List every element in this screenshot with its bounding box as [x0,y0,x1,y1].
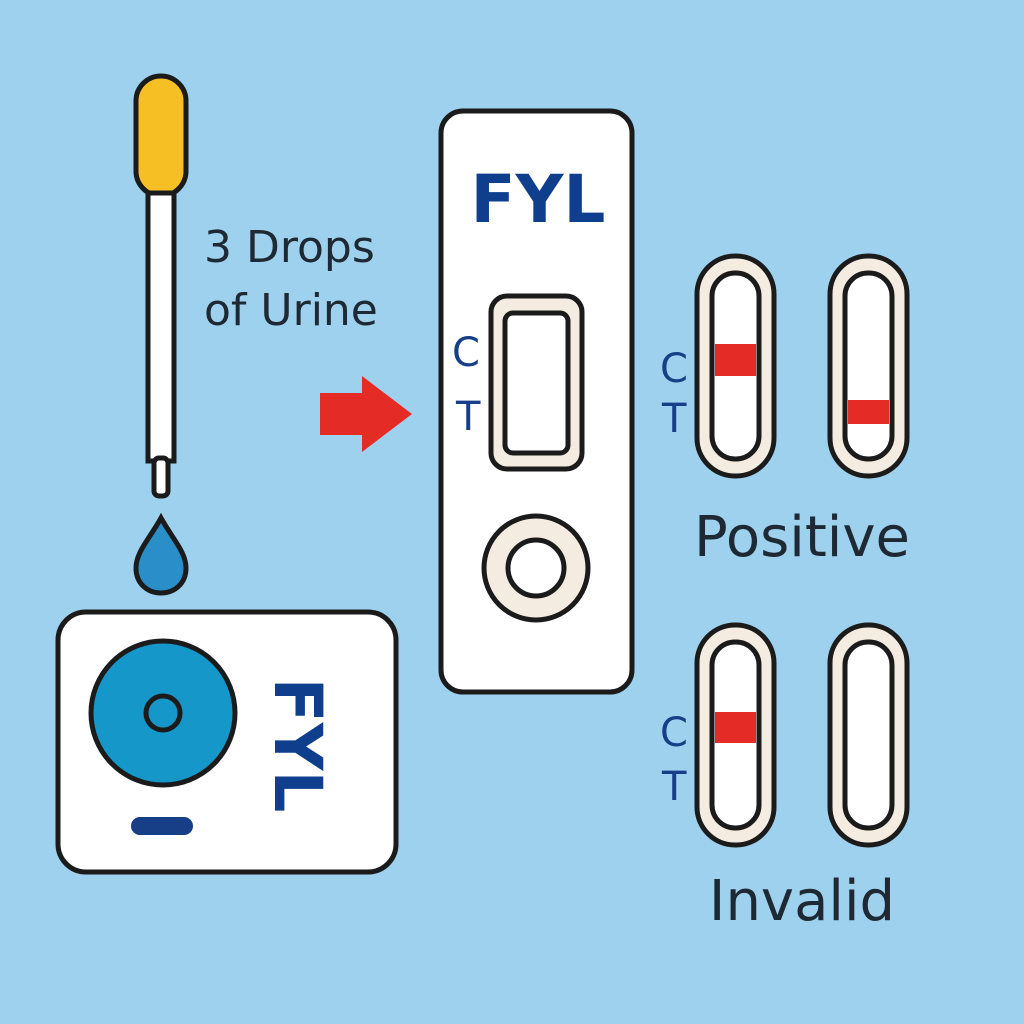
sample-pad-device: FYL [55,609,399,875]
sample-pad-mark [131,817,193,835]
invalid-label-c: C [660,710,688,756]
sample-well-hole [505,537,567,599]
invalid-strip-2 [827,622,910,848]
cassette-label-t: T [455,394,481,440]
invalid-label-t: T [661,764,687,810]
positive-label-t: T [661,396,687,442]
test-cassette: FYL C T [438,108,635,695]
instruction-line-2: of Urine [204,285,378,336]
result-window [502,310,571,456]
water-drop-icon [133,512,189,596]
control-line [715,344,756,376]
arrow-right-icon [320,376,412,452]
cassette-label-c: C [452,330,480,376]
positive-strip-1: C T [660,253,777,479]
invalid-result-label: Invalid [709,869,895,934]
positive-strip-2 [827,253,910,479]
control-line [715,712,756,743]
test-line [848,400,889,424]
invalid-strip-1: C T [660,622,777,848]
sample-pad-brand: FYL [259,678,336,813]
positive-label-c: C [660,346,688,392]
instruction-line-1: 3 Drops [204,222,375,273]
positive-result-label: Positive [694,505,910,570]
cassette-brand: FYL [471,161,606,238]
pipette-icon [133,73,189,499]
